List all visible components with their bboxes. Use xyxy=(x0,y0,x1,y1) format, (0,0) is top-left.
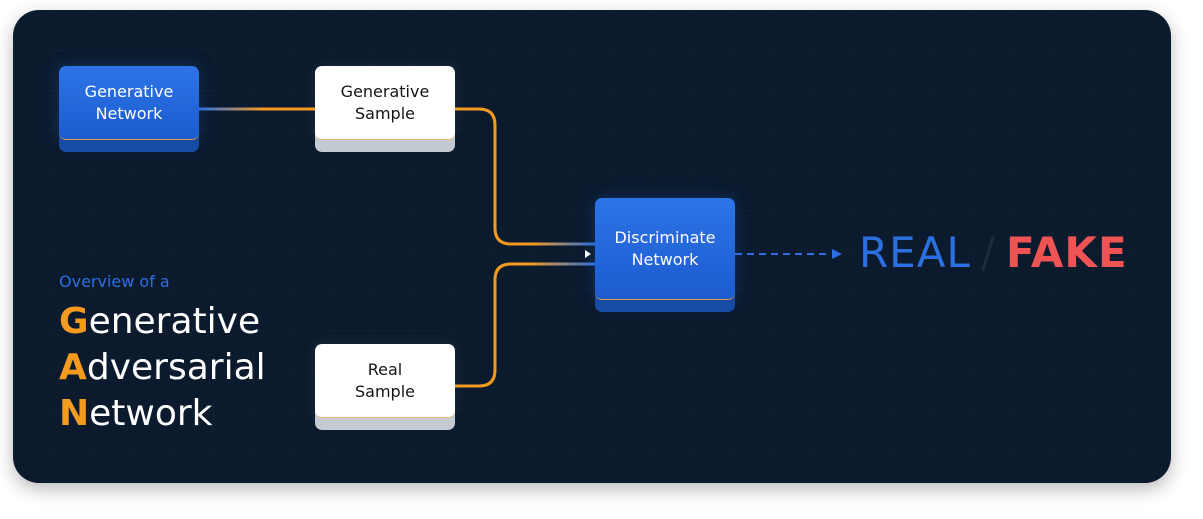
discriminate-network-label: Discriminate Network xyxy=(614,227,716,269)
real-sample-label: Real Sample xyxy=(355,359,415,401)
arrow-tip-icon xyxy=(585,250,591,258)
result-output: REAL/FAKE xyxy=(859,228,1128,278)
title-rest: dversarial xyxy=(86,347,266,388)
diagram-card: Generative Network Generative Sample Rea… xyxy=(13,10,1171,483)
title-initial: G xyxy=(59,301,89,342)
title-initial: N xyxy=(59,393,90,434)
gan-title-block: Overview of a Generative Adversarial Net… xyxy=(59,272,266,437)
generative-network-node: Generative Network xyxy=(59,66,199,140)
dashed-arrow-head xyxy=(832,249,842,259)
generative-sample-label: Generative Sample xyxy=(340,81,430,123)
title-line-network: Network xyxy=(59,391,266,437)
real-label: REAL xyxy=(859,228,971,277)
title-line-generative: Generative xyxy=(59,299,266,345)
generative-sample-node: Generative Sample xyxy=(315,66,455,140)
overview-subtitle: Overview of a xyxy=(59,272,170,291)
generative-network-label: Generative Network xyxy=(84,81,174,123)
title-rest: etwork xyxy=(89,393,213,434)
connector-gen-sample-to-discriminator xyxy=(455,107,595,246)
connector-real-sample-to-discriminator xyxy=(455,262,595,388)
separator-slash: / xyxy=(980,228,997,277)
title-line-adversarial: Adversarial xyxy=(59,345,266,391)
fake-label: FAKE xyxy=(1006,228,1128,277)
title-rest: enerative xyxy=(88,301,261,342)
real-sample-node: Real Sample xyxy=(315,344,455,418)
discriminate-network-node: Discriminate Network xyxy=(595,198,735,300)
title-initial: A xyxy=(59,347,87,388)
